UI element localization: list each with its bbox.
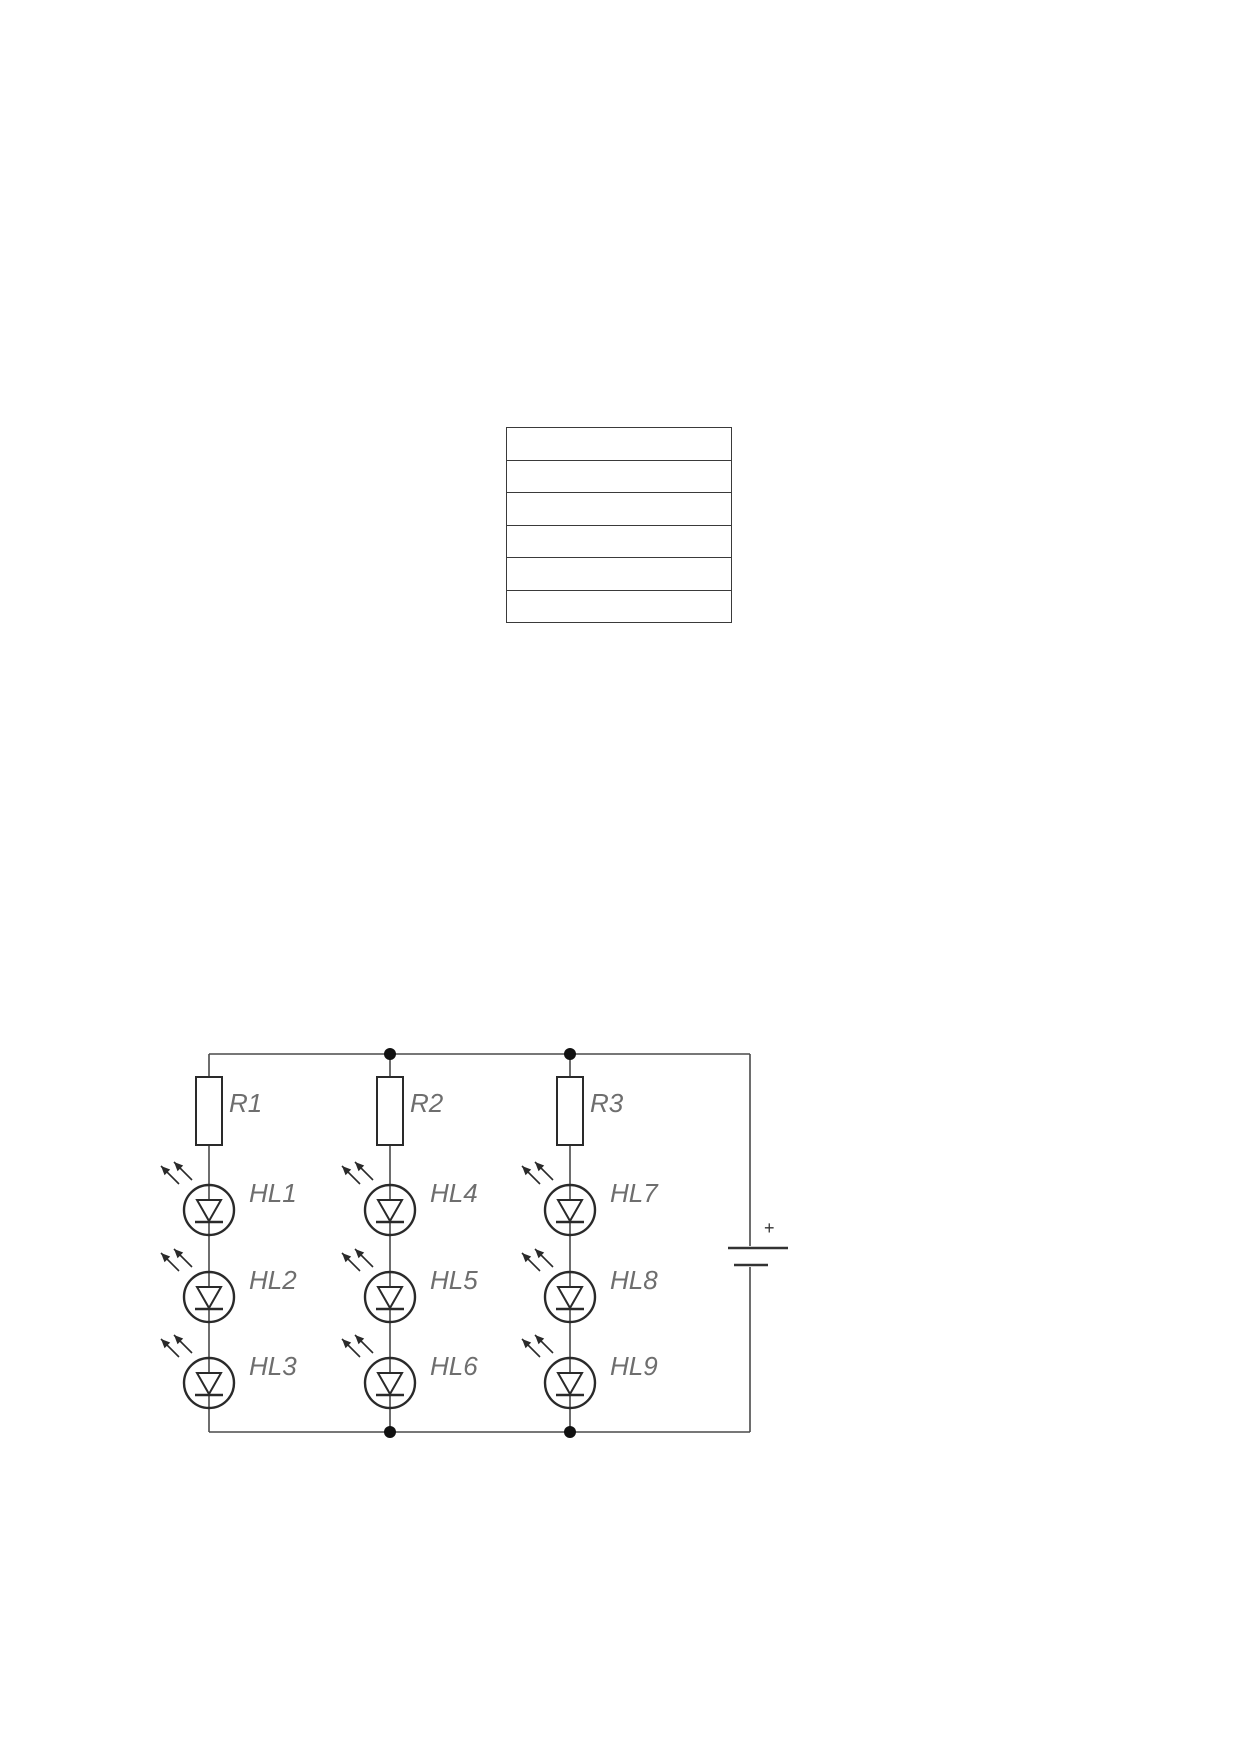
light-arrow-head bbox=[355, 1249, 365, 1259]
led: HL1 bbox=[160, 1161, 297, 1237]
resistor-label: R1 bbox=[229, 1088, 262, 1118]
junction-dot bbox=[564, 1426, 576, 1438]
junction-dot bbox=[384, 1426, 396, 1438]
led-label: HL1 bbox=[249, 1178, 297, 1208]
led-body bbox=[543, 1356, 597, 1410]
light-arrow-head bbox=[522, 1166, 532, 1176]
light-arrow-head bbox=[174, 1249, 184, 1259]
light-arrow-head bbox=[535, 1335, 545, 1345]
light-arrow-head bbox=[522, 1253, 532, 1263]
diode-triangle bbox=[556, 1372, 584, 1397]
light-arrow-head bbox=[535, 1249, 545, 1259]
led-body bbox=[543, 1270, 597, 1324]
led-body bbox=[363, 1183, 417, 1237]
led: HL3 bbox=[160, 1334, 297, 1410]
table-cell bbox=[506, 492, 732, 526]
light-arrow-head bbox=[161, 1253, 171, 1263]
table-cell bbox=[506, 589, 732, 623]
led-label: HL3 bbox=[249, 1351, 297, 1381]
table-row bbox=[506, 492, 732, 526]
light-arrow-head bbox=[174, 1162, 184, 1172]
led-body bbox=[363, 1270, 417, 1324]
diode-triangle bbox=[195, 1372, 223, 1397]
light-arrow-head bbox=[342, 1166, 352, 1176]
led-label: HL9 bbox=[610, 1351, 658, 1381]
led: HL9 bbox=[521, 1334, 658, 1410]
diode-triangle bbox=[556, 1199, 584, 1224]
diode-triangle bbox=[195, 1286, 223, 1311]
resistor bbox=[376, 1076, 404, 1146]
diode-triangle bbox=[376, 1286, 404, 1311]
light-arrow-head bbox=[342, 1253, 352, 1263]
light-arrow-head bbox=[342, 1339, 352, 1349]
led: HL7 bbox=[521, 1161, 659, 1237]
led-body bbox=[182, 1183, 236, 1237]
led-label: HL8 bbox=[610, 1265, 658, 1295]
led-label: HL7 bbox=[610, 1178, 659, 1208]
led-body bbox=[363, 1356, 417, 1410]
led-body bbox=[182, 1356, 236, 1410]
led: HL5 bbox=[341, 1248, 478, 1324]
led: HL8 bbox=[521, 1248, 658, 1324]
led-body bbox=[182, 1270, 236, 1324]
diode-triangle bbox=[556, 1286, 584, 1311]
blank-table bbox=[506, 427, 732, 623]
battery: + bbox=[728, 1218, 788, 1267]
light-arrow-head bbox=[174, 1335, 184, 1345]
light-arrow-head bbox=[522, 1339, 532, 1349]
led-body bbox=[543, 1183, 597, 1237]
led-label: HL5 bbox=[430, 1265, 478, 1295]
junction-dot bbox=[564, 1048, 576, 1060]
blank-table-body bbox=[506, 427, 732, 623]
diode-triangle bbox=[376, 1199, 404, 1224]
light-arrow-head bbox=[355, 1162, 365, 1172]
light-arrow-head bbox=[161, 1339, 171, 1349]
junction-dot bbox=[384, 1048, 396, 1060]
light-arrow-head bbox=[161, 1166, 171, 1176]
resistor-label: R3 bbox=[590, 1088, 624, 1118]
table-row bbox=[506, 589, 732, 623]
resistor bbox=[556, 1076, 584, 1146]
led: HL2 bbox=[160, 1248, 297, 1324]
battery-polarity-label: + bbox=[764, 1218, 775, 1238]
led: HL4 bbox=[341, 1161, 478, 1237]
diode-triangle bbox=[195, 1199, 223, 1224]
diode-triangle bbox=[376, 1372, 404, 1397]
circuit-wires bbox=[209, 1053, 751, 1433]
led-label: HL6 bbox=[430, 1351, 478, 1381]
junction-dots bbox=[384, 1048, 576, 1438]
led-label: HL2 bbox=[249, 1265, 297, 1295]
led: HL6 bbox=[341, 1334, 478, 1410]
light-arrow-head bbox=[355, 1335, 365, 1345]
led-label: HL4 bbox=[430, 1178, 478, 1208]
light-arrow-head bbox=[535, 1162, 545, 1172]
resistor-label: R2 bbox=[410, 1088, 444, 1118]
resistor bbox=[195, 1076, 223, 1146]
